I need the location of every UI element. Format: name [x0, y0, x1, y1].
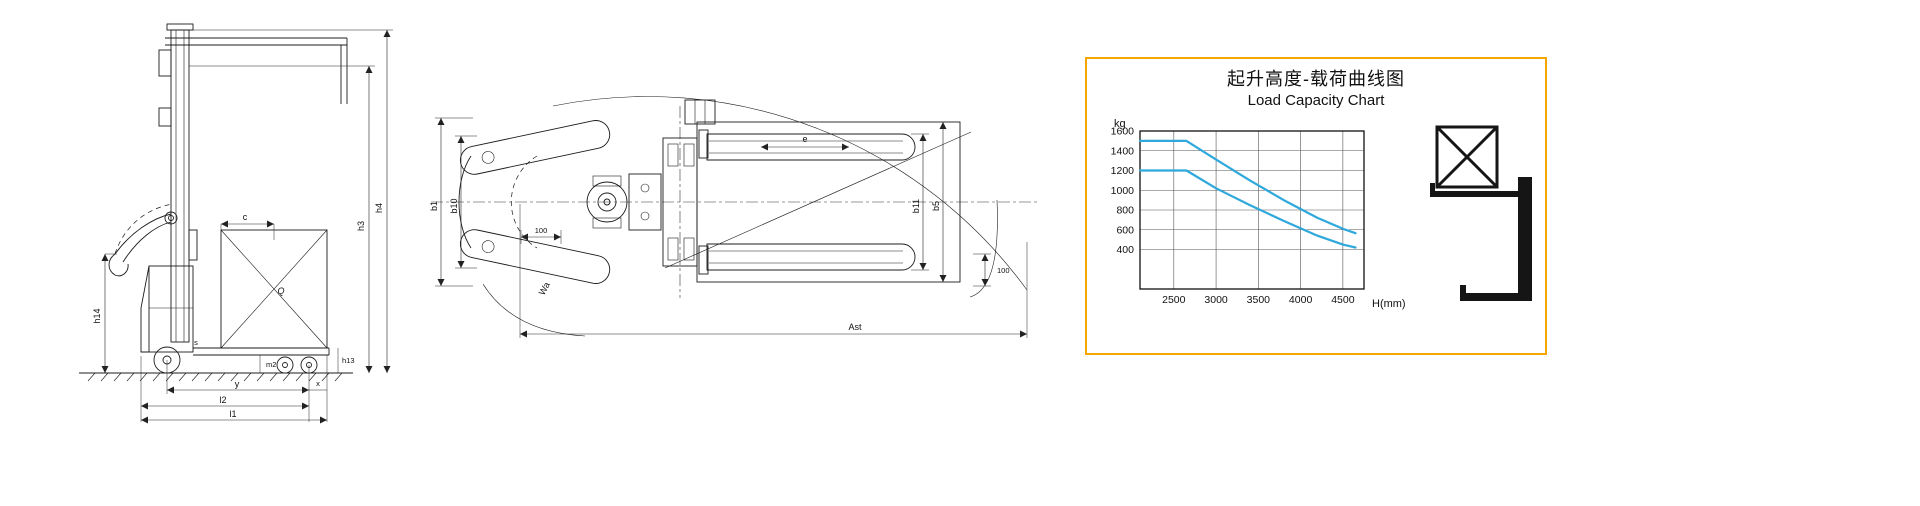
top-view-drawing: b1 b10 e b11 b5 100 100 Ast — [425, 92, 1045, 392]
chart-title-zh: 起升高度-载荷曲线图 — [1227, 69, 1405, 89]
capacity-curve-capacity-upper — [1138, 139, 1357, 235]
pallet-load — [220, 229, 328, 349]
dim-label-100-right: 100 — [997, 266, 1010, 275]
side-view-dimensions: h4 h3 h14 c Q s m2 h13 y x — [92, 29, 393, 424]
dim-label-s: s — [194, 338, 198, 347]
svg-text:1200: 1200 — [1111, 165, 1135, 177]
svg-text:4000: 4000 — [1289, 294, 1313, 306]
overhead-guard — [165, 37, 348, 104]
svg-text:1600: 1600 — [1111, 126, 1135, 138]
top-view-dimensions: b1 b10 e b11 b5 100 100 Ast — [429, 117, 1028, 338]
svg-text:4500: 4500 — [1331, 294, 1355, 306]
turning-radius-arcs — [482, 96, 1028, 337]
dim-label-b1: b1 — [429, 201, 439, 211]
fork-icon — [1430, 177, 1532, 301]
svg-text:3000: 3000 — [1204, 294, 1228, 306]
y-unit-label: kg — [1114, 118, 1126, 130]
dim-label-100-left: 100 — [535, 226, 548, 235]
capacity-curve-capacity-lower — [1138, 169, 1357, 249]
chart-title-en: Load Capacity Chart — [1247, 92, 1385, 109]
chassis-body — [140, 265, 194, 353]
svg-text:400: 400 — [1116, 244, 1134, 256]
svg-text:800: 800 — [1116, 205, 1134, 217]
mast — [158, 23, 198, 343]
crate-icon — [1435, 125, 1499, 189]
dim-label-y: y — [235, 379, 240, 389]
load-wheels — [276, 356, 318, 374]
load-label-q: Q — [277, 286, 284, 296]
ground-line — [79, 372, 353, 382]
dim-label-ast: Ast — [848, 322, 862, 332]
dim-label-e: e — [802, 134, 807, 144]
side-view-drawing: h4 h3 h14 c Q s m2 h13 y x — [55, 8, 415, 494]
dim-label-h4: h4 — [374, 203, 384, 213]
tiller-arm — [108, 203, 178, 277]
chart-row: kg H(mm) 2500 3000 3500 4000 4500 400 600 800 10… — [1096, 117, 1536, 313]
forks-top — [696, 121, 961, 283]
dim-label-b5: b5 — [931, 201, 941, 211]
svg-text:1000: 1000 — [1111, 185, 1135, 197]
dim-label-h3: h3 — [356, 221, 366, 231]
dim-label-l1: l1 — [229, 409, 236, 419]
dim-label-b10: b10 — [449, 198, 459, 213]
forklift-load-icon — [1430, 125, 1532, 301]
svg-text:2500: 2500 — [1162, 294, 1186, 306]
dim-label-wa: Wa — [537, 280, 552, 296]
top-view-svg: b1 b10 e b11 b5 100 100 Ast — [429, 96, 1039, 338]
dim-label-x: x — [316, 379, 320, 388]
mast-top — [662, 99, 716, 267]
dim-label-l2: l2 — [219, 395, 226, 405]
dim-label-m2: m2 — [266, 360, 276, 369]
side-view-svg: h4 h3 h14 c Q s m2 h13 y x — [79, 23, 393, 424]
dim-label-c: c — [243, 212, 248, 222]
dim-label-h13: h13 — [342, 356, 355, 365]
svg-text:600: 600 — [1116, 224, 1134, 236]
load-capacity-chart: kg H(mm) 2500 3000 3500 4000 4500 400 600 800 10… — [1111, 118, 1406, 310]
forks-side — [193, 347, 330, 356]
x-unit-label: H(mm) — [1372, 298, 1406, 310]
steering-unit — [586, 173, 662, 231]
dim-label-b11: b11 — [911, 199, 921, 213]
load-capacity-chart-panel: 起升高度-载荷曲线图 Load Capacity Chart kg H(mm) … — [1085, 57, 1547, 355]
svg-text:1400: 1400 — [1111, 145, 1135, 157]
svg-text:3500: 3500 — [1247, 294, 1271, 306]
dim-label-h14: h14 — [92, 308, 102, 323]
